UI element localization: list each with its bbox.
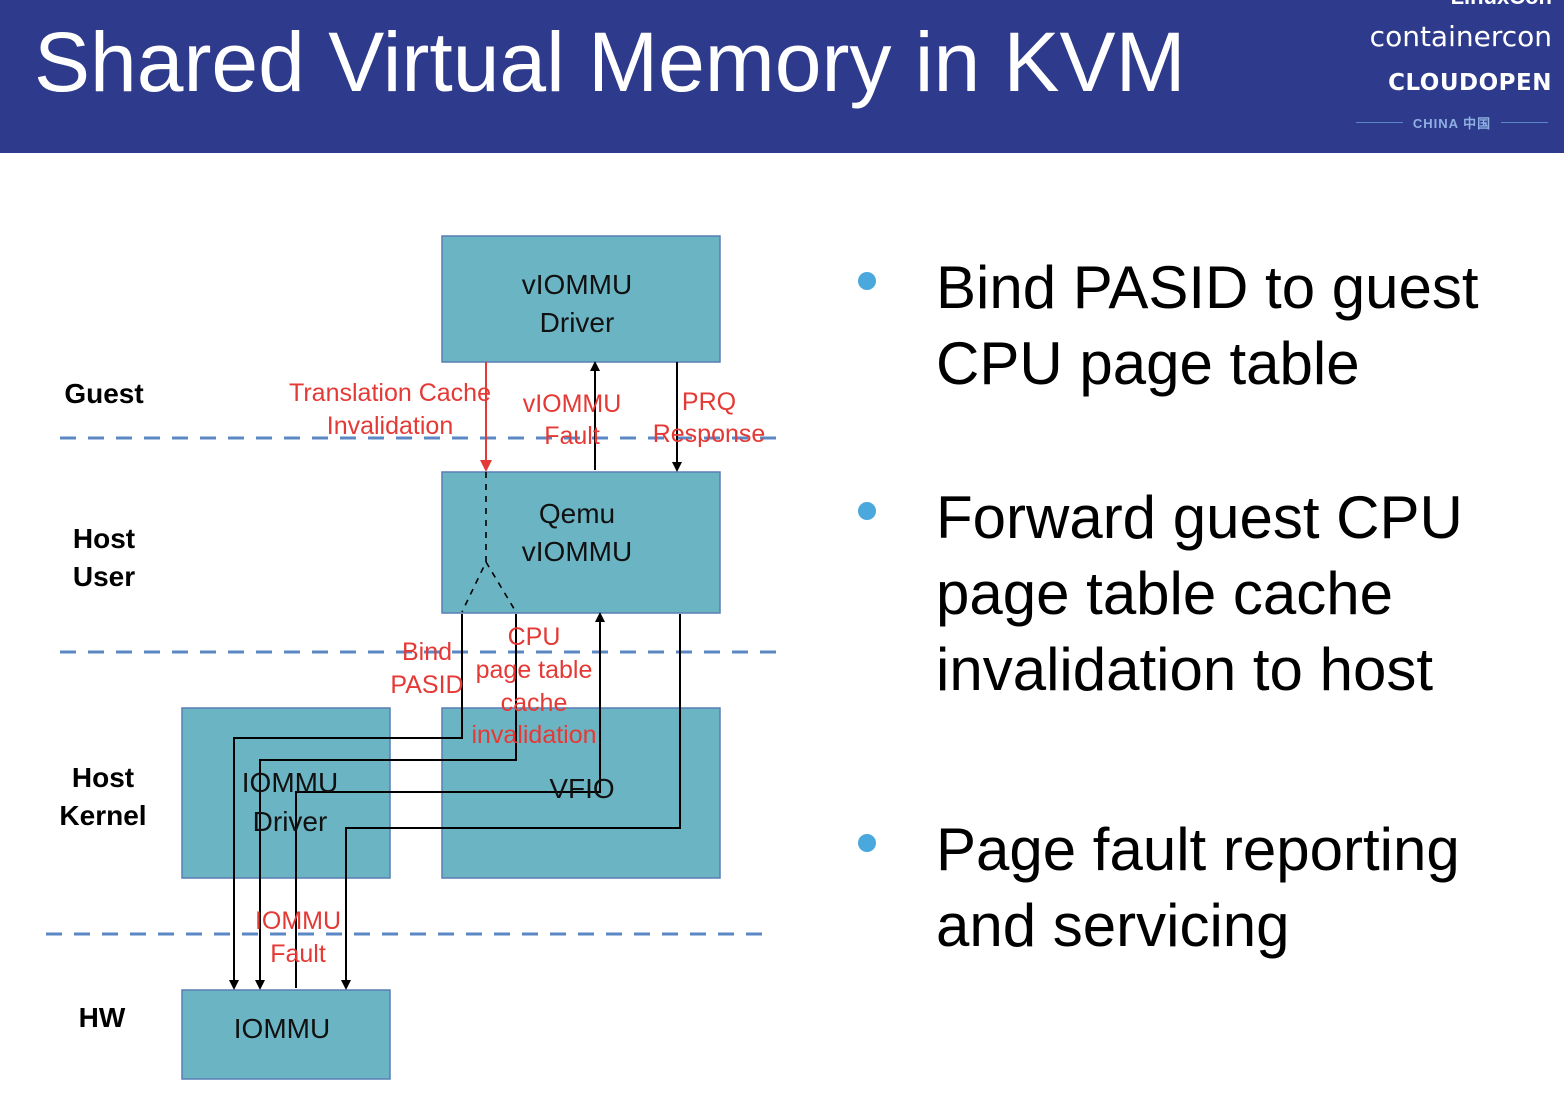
iommu-fault-label-2: Fault	[270, 940, 326, 968]
bullet-line: Page fault reporting	[936, 816, 1460, 883]
bullet-line: CPU page table	[936, 330, 1360, 397]
bullet-text: Forward guest CPU page table cache inval…	[936, 480, 1546, 708]
viommu-fault-label-1: vIOMMU	[523, 390, 622, 418]
logo-cloudopen-text: CLOUDOPEN	[1388, 70, 1552, 96]
logo-linuxcon-text: LinuxCon	[1352, 0, 1552, 8]
bullet-dot-icon	[858, 272, 876, 290]
cpu-invalidation-label-3: cache	[501, 689, 568, 717]
bind-pasid-wire	[229, 614, 463, 990]
bullet-dot-icon	[858, 502, 876, 520]
viommu-driver-box	[441, 235, 721, 363]
iommu-driver-label-2: Driver	[253, 806, 328, 837]
cpu-invalidation-label-4: invalidation	[471, 721, 596, 749]
cpu-invalidation-wire	[255, 614, 517, 990]
viommu-fault-label-2: Fault	[544, 422, 600, 450]
translation-cache-label-2: Invalidation	[327, 412, 453, 440]
viommu-driver-label-1: vIOMMU	[522, 269, 632, 300]
translation-cache-label-1: Translation Cache	[289, 379, 491, 407]
bullet-line: invalidation to host	[936, 636, 1433, 703]
iommu-fault-wire	[295, 612, 605, 988]
bullet-text: Bind PASID to guest CPU page table	[936, 250, 1546, 402]
iommu-hw-box	[181, 989, 391, 1080]
bullet-line: and servicing	[936, 892, 1290, 959]
prq-response-wire	[341, 614, 681, 990]
svm-architecture-diagram: vIOMMU Driver Qemu vIOMMU IOMMU Driver V…	[46, 235, 780, 1080]
iommu-fault-label-1: IOMMU	[255, 907, 341, 935]
cpu-invalidation-dashed-path	[485, 561, 517, 613]
bullet-line: page table cache	[936, 560, 1394, 627]
prq-response-label-2: Response	[653, 420, 766, 448]
qemu-viommu-box	[441, 471, 721, 614]
layer-host-kernel-label-1: Host	[72, 762, 134, 793]
layer-host-kernel-label-2: Kernel	[59, 800, 146, 831]
qemu-viommu-label-2: vIOMMU	[522, 536, 632, 567]
layer-host-user-label-1: Host	[73, 523, 135, 554]
prq-response-label-1: PRQ	[682, 388, 736, 416]
logo-containercon-text: containercon	[1369, 20, 1552, 53]
viommu-driver-label-2: Driver	[540, 307, 615, 338]
bullet-text: Page fault reporting and servicing	[936, 812, 1546, 964]
layer-guest-label: Guest	[64, 378, 143, 409]
cpu-invalidation-label-2: page table	[476, 656, 593, 684]
layer-host-user-label-2: User	[73, 561, 135, 592]
layer-hw-label: HW	[79, 1002, 126, 1033]
slide-header: Shared Virtual Memory in KVM LinuxCon co…	[0, 0, 1564, 153]
vfio-label: VFIO	[549, 773, 614, 804]
logo-rule-right	[1501, 121, 1549, 123]
bind-pasid-label-2: PASID	[390, 671, 463, 699]
conference-logo: LinuxCon containercon CLOUDOPEN CHINA 中国	[1352, 0, 1552, 140]
bullet-line: Forward guest CPU	[936, 484, 1463, 551]
cpu-invalidation-label-1: CPU	[508, 623, 561, 651]
bullet-dot-icon	[858, 834, 876, 852]
slide-title: Shared Virtual Memory in KVM	[34, 15, 1186, 109]
qemu-viommu-label-1: Qemu	[539, 498, 615, 529]
bind-pasid-label-1: Bind	[402, 638, 452, 666]
bullet-line: Bind PASID to guest	[936, 254, 1479, 321]
logo-rule-left	[1356, 121, 1403, 123]
logo-china-text: CHINA 中国	[1412, 115, 1492, 131]
iommu-hw-label: IOMMU	[234, 1013, 330, 1044]
iommu-driver-label-1: IOMMU	[242, 767, 338, 798]
logo-china-row: CHINA 中国	[1356, 112, 1549, 132]
